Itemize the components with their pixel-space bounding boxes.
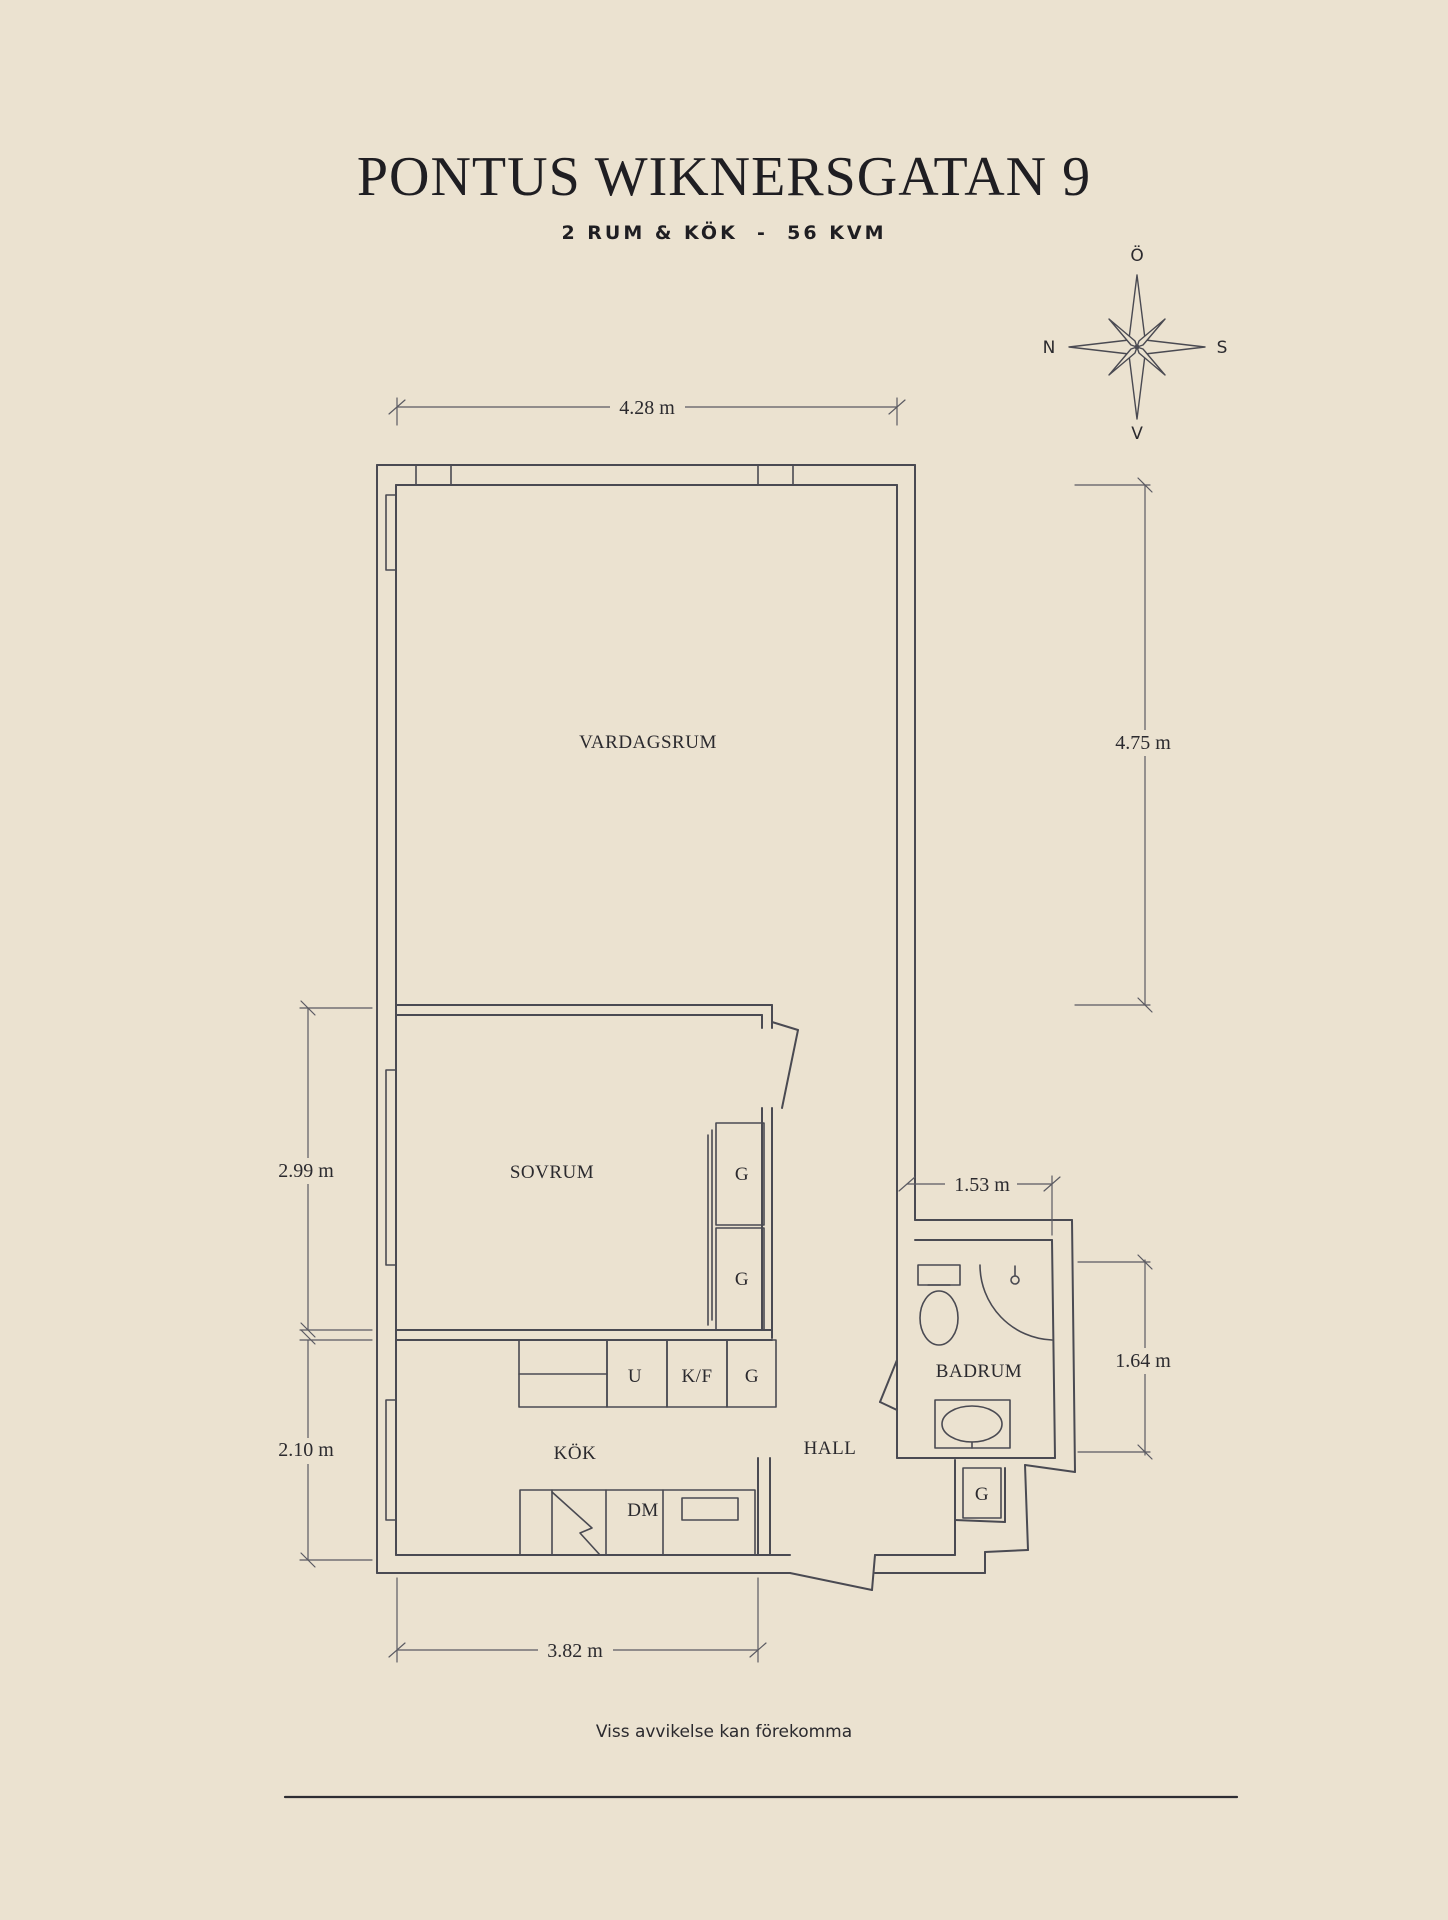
room-label-hall: HALL (804, 1438, 857, 1459)
dishwasher-label: DM (627, 1500, 659, 1521)
bedroom-wardrobes (707, 1122, 765, 1331)
entrance-door (789, 1554, 876, 1591)
windows (385, 464, 794, 1521)
room-label-bedroom: SOVRUM (510, 1162, 594, 1183)
dimension-bath-width: 1.53 m (954, 1174, 1010, 1196)
compass-rose: Ö V N S (1043, 244, 1228, 444)
dimension-lines (299, 397, 1153, 1663)
page-subtitle: 2 RUM & KÖK - 56 KVM (561, 222, 887, 244)
wardrobe-label-2: G (735, 1269, 749, 1290)
dimension-bottom-width: 3.82 m (547, 1640, 603, 1662)
hall-cabinet-label: G (975, 1484, 989, 1505)
dimension-kitchen-height: 2.10 m (278, 1439, 334, 1461)
wardrobe-label-1: G (735, 1164, 749, 1185)
page-title: PONTUS WIKNERSGATAN 9 (356, 146, 1092, 208)
dimension-top-width: 4.28 m (619, 397, 675, 419)
disclaimer-text: Viss avvikelse kan förekomma (595, 1722, 853, 1742)
hall-cabinet-box (962, 1467, 1002, 1519)
room-label-bathroom: BADRUM (936, 1361, 1022, 1382)
oven-label: U (628, 1366, 642, 1387)
fridge-freezer-label: K/F (681, 1366, 712, 1387)
room-label-kitchen: KÖK (554, 1443, 597, 1464)
bathroom-door (879, 1359, 898, 1411)
kitchen-counter-top (518, 1339, 777, 1408)
compass-south-label: S (1217, 338, 1228, 358)
dimension-living-height: 4.75 m (1115, 732, 1171, 754)
compass-east-label: Ö (1130, 244, 1143, 266)
dimension-bedroom-height: 2.99 m (278, 1160, 334, 1182)
compass-north-label: N (1043, 338, 1056, 358)
kitchen-counter-bottom (519, 1489, 756, 1556)
kitchen-cabinet-label: G (745, 1366, 759, 1387)
dimension-bath-height: 1.64 m (1115, 1350, 1171, 1372)
bathroom-fixtures (917, 1239, 1053, 1449)
room-label-living: VARDAGSRUM (579, 732, 717, 753)
compass-west-label: V (1131, 424, 1143, 444)
